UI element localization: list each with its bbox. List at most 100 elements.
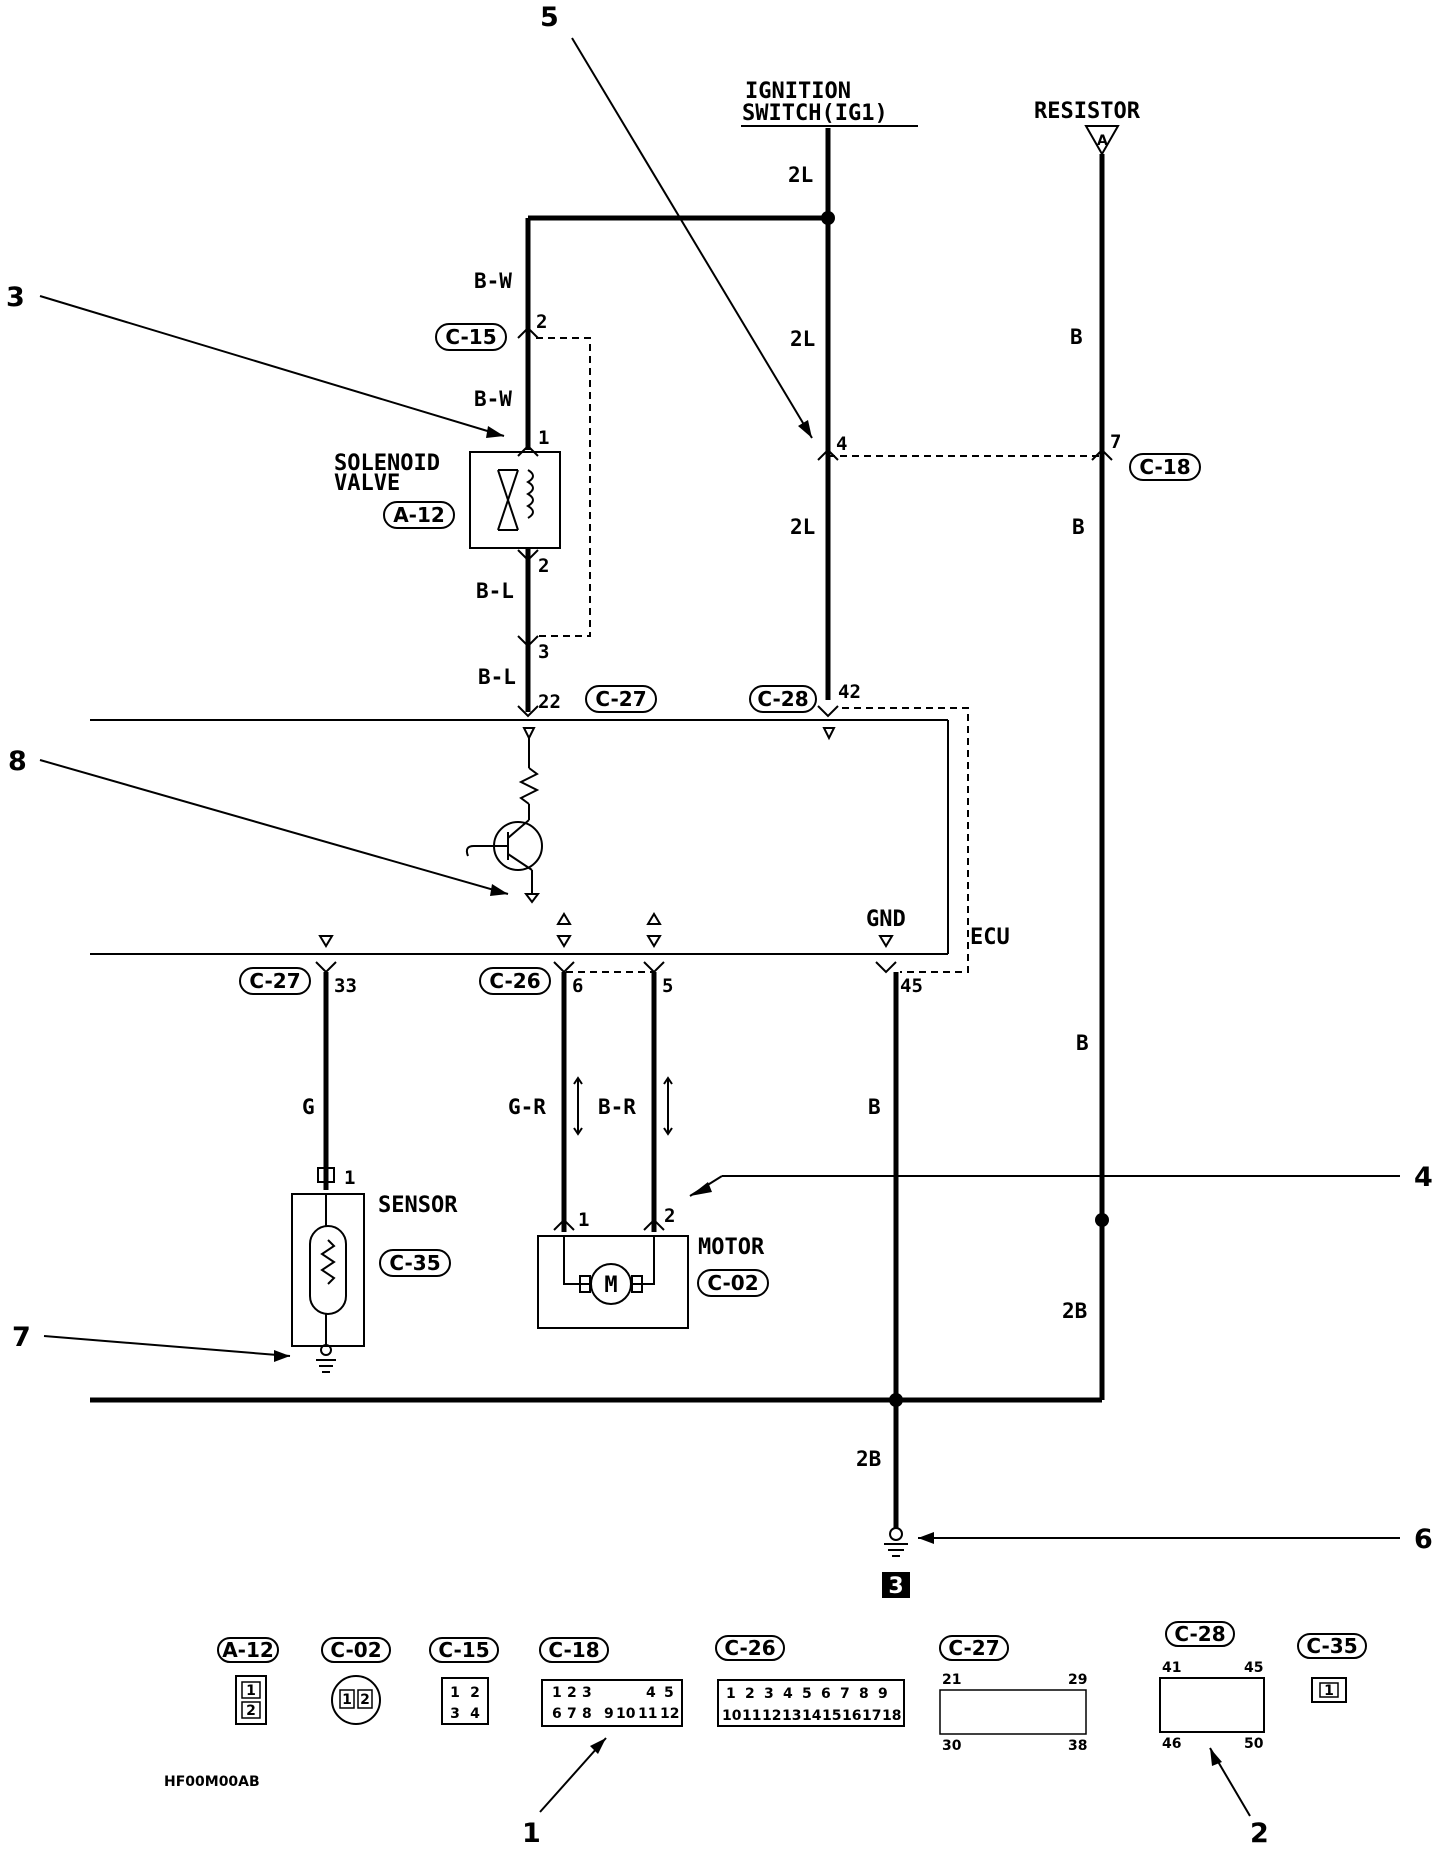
connector-tag-c02: [697, 1269, 769, 1297]
transistor-base-lead: [465, 845, 508, 857]
pin-motor-1: 1: [578, 1209, 589, 1231]
wire-label-bl-low: B-L: [478, 665, 516, 689]
svg-text:2: 2: [470, 1685, 480, 1701]
connector-tag-a12-text: A-12: [393, 503, 445, 527]
ground-point-icon: [889, 1527, 903, 1541]
wire-label-bw-mid: B-W: [474, 387, 512, 411]
svg-text:38: 38: [1068, 1738, 1087, 1754]
pin-4: 4: [836, 433, 847, 455]
svg-text:1: 1: [552, 1685, 562, 1701]
bidirectional-arrow-gr-icon: [573, 1076, 583, 1136]
pin-c15-3: 3: [538, 641, 549, 663]
connector-view-c15: C-15 1 2 3 4: [429, 1637, 499, 1725]
connector-mark-c15-2: [517, 326, 539, 339]
solenoid-valve: SOLENOID VALVE A-12: [334, 451, 561, 549]
thermistor-icon: [309, 1225, 347, 1315]
connector-tag-c02-text: C-02: [707, 1271, 758, 1295]
resistor-terminal: [1084, 125, 1120, 157]
ignition-switch-label-line1: IGNITION: [745, 79, 851, 104]
ignition-switch-label-line2: SWITCH(IG1): [742, 101, 888, 126]
callout-2: 2: [1209, 1747, 1269, 1849]
svg-text:3: 3: [6, 282, 25, 313]
connector-view-c02: C-02 1 2: [321, 1637, 391, 1725]
callout-4: 4: [689, 1162, 1433, 1197]
connector-view-c18: C-18 1 2 3 4 5 6 7 8 9 10 11 12: [539, 1637, 683, 1727]
svg-text:C-28: C-28: [1174, 1622, 1225, 1646]
connector-mark-7: [1091, 448, 1113, 461]
connector-tag-c26: C-26: [479, 967, 551, 995]
svg-text:C-02: C-02: [330, 1638, 381, 1662]
ecu-terminal-33: [318, 935, 334, 948]
wire-label-gr: G-R: [508, 1095, 546, 1119]
svg-text:18: 18: [882, 1708, 901, 1724]
connector-mark-33: [315, 961, 337, 974]
connector-view-a12: A-12 1 2: [217, 1637, 279, 1725]
svg-text:7: 7: [567, 1706, 577, 1722]
pin-42: 42: [838, 681, 861, 703]
svg-text:12: 12: [660, 1706, 679, 1722]
sensor-label: SENSOR: [378, 1193, 458, 1218]
wire-label-res-b1: B: [1070, 325, 1083, 349]
svg-text:C-26: C-26: [724, 1636, 775, 1660]
sensor-ground-icon: [320, 1344, 332, 1356]
motor-box: [537, 1235, 689, 1329]
connector-tag-c15: C-15: [435, 323, 507, 351]
connector-view-c27: C-27 21 29 30 38: [939, 1635, 1087, 1754]
connector-view-c28: C-28 41 45 46 50: [1159, 1621, 1265, 1752]
svg-text:5: 5: [540, 2, 559, 33]
ecu-label: ECU: [970, 925, 1010, 950]
svg-text:15: 15: [822, 1708, 841, 1724]
svg-text:3: 3: [582, 1685, 592, 1701]
motor-icon: [590, 1263, 632, 1305]
svg-text:7: 7: [840, 1686, 850, 1702]
solenoid-coil-icon: [526, 469, 534, 519]
svg-text:14: 14: [802, 1708, 822, 1724]
callout-6: 6: [918, 1524, 1433, 1555]
wire-label-res-b2: B: [1072, 515, 1085, 539]
solenoid-label-line2: VALVE: [334, 471, 400, 496]
connector-tag-a12: [383, 501, 455, 529]
solenoid-box: [469, 451, 561, 549]
connector-mark-sol-1: [517, 444, 539, 457]
svg-text:5: 5: [802, 1686, 812, 1702]
wire-label-2l-top: 2L: [788, 163, 813, 187]
motor: M MOTOR C-02: [537, 1235, 769, 1329]
resistor-marker: A: [1097, 133, 1108, 149]
figure-code: HF00M00AB: [164, 1774, 260, 1790]
svg-text:2: 2: [745, 1686, 755, 1702]
solenoid-valve-icon: [497, 469, 519, 531]
callout-7: 7: [12, 1322, 291, 1362]
transistor-emitter: [507, 853, 533, 871]
ecu-internal-resistor-icon: [518, 767, 540, 805]
pin-sol-2: 2: [538, 555, 549, 577]
connector-mark-6: [553, 961, 575, 974]
solenoid-label-line1: SOLENOID: [334, 451, 440, 476]
motor-leads: [563, 1236, 655, 1285]
motor-symbol: M: [604, 1273, 617, 1298]
svg-text:3: 3: [450, 1706, 460, 1722]
svg-text:2: 2: [567, 1685, 577, 1701]
svg-text:7: 7: [12, 1322, 31, 1353]
sensor-ground-lines: [316, 1359, 336, 1373]
svg-text:2: 2: [246, 1703, 256, 1719]
ecu-terminal-6: [556, 912, 572, 948]
connector-mark-45: [875, 961, 897, 974]
resistor: RESISTOR A: [1034, 99, 1141, 157]
svg-text:9: 9: [604, 1706, 614, 1722]
wire-label-gnd-2b: 2B: [856, 1447, 881, 1471]
connector-tag-c35-text: C-35: [389, 1251, 440, 1275]
transistor-collector: [507, 819, 530, 839]
svg-text:2: 2: [1250, 1818, 1269, 1849]
svg-text:6: 6: [1414, 1524, 1433, 1555]
connector-tag-c35: [379, 1249, 451, 1277]
connector-mark-sol-2: [517, 549, 539, 562]
transistor-ground-mark: [524, 893, 540, 904]
wire-label-bl-mid: B-L: [476, 579, 514, 603]
wire-label-res-b3: B: [1076, 1031, 1089, 1055]
svg-text:17: 17: [862, 1708, 881, 1724]
svg-text:10: 10: [722, 1708, 742, 1724]
callout-3: 3: [6, 282, 505, 438]
ecu-terminal-22: [522, 727, 536, 741]
svg-text:1: 1: [342, 1692, 352, 1708]
